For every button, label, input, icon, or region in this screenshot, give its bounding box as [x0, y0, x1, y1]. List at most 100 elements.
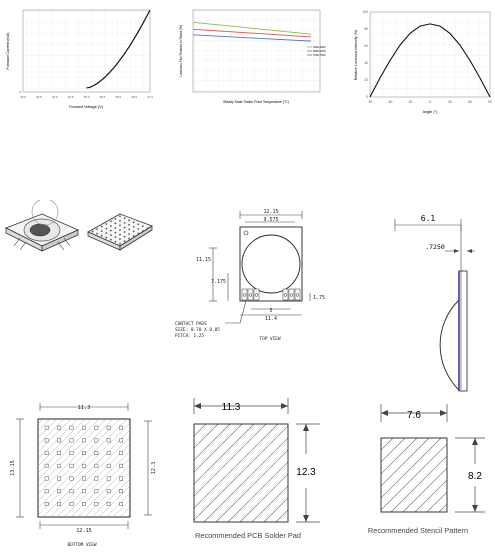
x-axis-label: Steady State Solder Point Temperature (°…	[223, 100, 289, 104]
pad-dot	[110, 234, 112, 236]
pad-dot	[123, 222, 126, 224]
hatch-line	[38, 419, 121, 502]
pad-dot	[105, 223, 108, 225]
bottom-outline	[37, 418, 131, 518]
bottom-pad	[44, 451, 49, 456]
hatch-line	[194, 424, 267, 497]
pad-dot	[132, 226, 135, 228]
package-3d-illustration	[0, 200, 165, 260]
pad-dot	[96, 228, 98, 230]
pcb-dim-height: 12.3	[296, 467, 316, 478]
bottom-pad	[81, 489, 86, 494]
pad-dot	[100, 225, 103, 228]
pcb-pad-outline	[193, 423, 289, 523]
hatch-line	[38, 419, 107, 488]
bottom-pad	[106, 489, 111, 494]
hatch-line	[203, 437, 288, 522]
hatch-line	[381, 438, 406, 463]
bottom-pad	[119, 489, 124, 494]
side-view-svg: 6.1 .7250	[394, 214, 475, 392]
contact-pad-hole	[248, 293, 253, 297]
y-tick-label: 0	[19, 90, 21, 94]
hatch-line	[194, 424, 207, 437]
hatch-line	[105, 492, 130, 517]
pad-dot	[137, 232, 140, 235]
pad-dot	[100, 230, 103, 232]
pad-dot	[114, 218, 117, 220]
dim-height: 11.15	[196, 257, 211, 263]
pad-dot	[142, 225, 144, 228]
pad-dot	[110, 225, 112, 227]
hatch-line	[381, 438, 382, 439]
hatch-line	[402, 467, 447, 512]
bottom-pad	[81, 425, 86, 430]
pad-dot	[123, 240, 126, 242]
x-axis-label: Forward Voltage (V)	[69, 105, 103, 109]
hatch-line	[390, 455, 447, 512]
bottom-pad	[119, 463, 124, 468]
dim-pad-gap: 5	[269, 308, 272, 314]
bottom-pad	[94, 501, 99, 506]
package-with-lens-icon	[5, 200, 79, 252]
bottom-pad	[94, 463, 99, 468]
pad-dot	[132, 230, 135, 233]
bottom-pad	[57, 476, 62, 481]
hatch-line	[194, 425, 288, 521]
bottom-pad	[94, 476, 99, 481]
dim-width: 12.15	[263, 209, 278, 215]
bottom-pad	[69, 451, 74, 456]
bottom-pad-grid	[44, 425, 124, 506]
pad-dot	[91, 230, 94, 233]
package-top-dots-icon	[87, 213, 153, 251]
bottom-pad	[57, 425, 62, 430]
hatch-line	[381, 438, 418, 475]
series-line	[369, 23, 491, 98]
bottom-pad	[94, 438, 99, 443]
bottom-pad	[94, 451, 99, 456]
pcb-caption: Recommended PCB Solder Pad	[195, 531, 301, 540]
hatch-line	[324, 424, 330, 522]
hatch-line	[381, 438, 394, 451]
pad-dot	[110, 238, 112, 241]
pad-dot	[119, 233, 121, 236]
y-axis-label: Luminous Flux Relative to Rated (%)	[179, 25, 183, 77]
legend-entry: 5700-7000	[313, 53, 326, 57]
bottom-pad	[119, 501, 124, 506]
y-axis-label: Relative Luminous Intensity (%)	[354, 30, 358, 81]
bottom-pad	[94, 489, 99, 494]
bottom-pad	[106, 463, 111, 468]
hatch-line	[49, 436, 130, 517]
x-tick-label: 36.0	[115, 95, 121, 99]
bottom-pad	[44, 476, 49, 481]
bottom-pad	[69, 463, 74, 468]
x-tick-label: 60	[468, 100, 472, 104]
hatch-line	[63, 450, 130, 517]
pad-dot	[123, 226, 126, 229]
hatch-line	[70, 457, 130, 517]
package-3d-svg	[5, 200, 153, 252]
x-tick-label: 37.0	[147, 95, 153, 99]
hatch-line	[487, 438, 495, 512]
hatch-line	[194, 424, 231, 461]
y-axis-label: Forward Current (mA)	[6, 32, 10, 70]
bottom-pad	[81, 451, 86, 456]
x-axis-label: Angle (°)	[423, 110, 439, 114]
x-tick-label: 35.5	[99, 95, 105, 99]
x-tick-label: 33.5	[36, 95, 42, 99]
side-view-drawing: 6.1 .7250	[385, 205, 495, 395]
pad-dot	[100, 234, 103, 237]
top-view-drawing: 12.15 9.575 11.15 7.175 1.75 5 11.4 CONT…	[170, 205, 330, 365]
package-outline	[239, 226, 303, 302]
hatch-line	[134, 419, 165, 517]
x-tick-label: -60	[388, 100, 393, 104]
hatch-line	[38, 422, 130, 516]
bottom-pad	[94, 425, 99, 430]
bottom-pad	[44, 463, 49, 468]
bottom-pad	[106, 438, 111, 443]
pad-dot	[110, 229, 112, 232]
pad-dot	[137, 223, 140, 226]
y-tick-label: 80	[364, 27, 368, 31]
hatch-line	[38, 419, 114, 495]
contact-pads-pitch: PITCH: 1.25	[175, 333, 204, 339]
